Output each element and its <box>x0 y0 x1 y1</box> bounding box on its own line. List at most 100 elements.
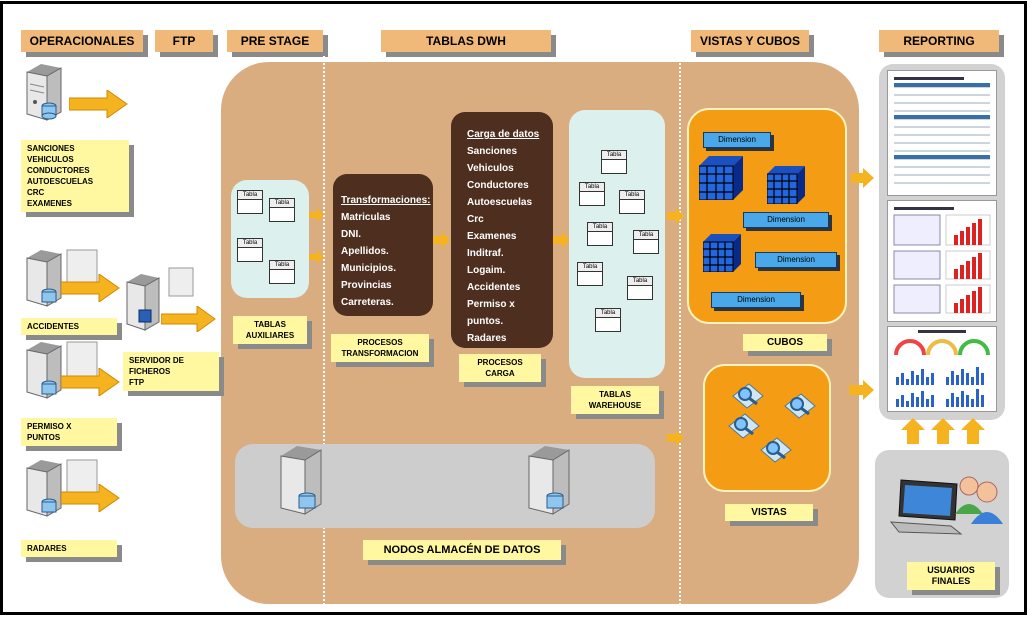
table-icon: Tabla <box>269 198 295 222</box>
transform-item: Matriculas <box>341 212 391 223</box>
arrow-right-icon <box>161 306 216 332</box>
table-icon: Tabla <box>619 190 645 214</box>
header-pre-stage: PRE STAGE <box>227 30 323 52</box>
ftp-label-line: SERVIDOR DE <box>129 356 184 365</box>
table-icon: Tabla <box>633 230 659 254</box>
dimension-box: Dimension <box>711 292 801 308</box>
arrow-right-icon <box>849 380 874 400</box>
table-icon-label: Tabla <box>628 277 652 286</box>
vistas-label: VISTAS <box>725 504 813 521</box>
report-table-thumbnail <box>887 70 997 196</box>
table-icon-label: Tabla <box>578 263 602 272</box>
table-icon-label: Tabla <box>620 191 644 200</box>
arrow-right-icon <box>851 168 874 188</box>
source-item: AUTOESCUELAS <box>27 177 94 186</box>
view-icon <box>728 413 760 439</box>
source-label-radares: RADARES <box>21 540 117 557</box>
nodos-label: NODOS ALMACÉN DE DATOS <box>363 540 561 560</box>
header-ftp: FTP <box>155 30 213 52</box>
ftp-server-icon <box>126 267 194 331</box>
database-server-icon <box>280 446 322 515</box>
arrow-right-icon <box>309 250 324 264</box>
table-icon-label: Tabla <box>580 183 604 192</box>
transform-item: DNI. <box>341 229 361 240</box>
carga-item: Vehiculos <box>467 163 514 174</box>
carga-item: Accidentes <box>467 282 521 293</box>
carga-item: Radares <box>467 333 507 344</box>
label-line: USUARIOS <box>927 565 975 575</box>
arrow-up-icon <box>931 418 955 444</box>
arrow-right-icon <box>433 232 450 248</box>
transformaciones-title: Transformaciones: <box>341 195 431 206</box>
label-line: CARGA <box>485 369 515 378</box>
ftp-label-line: FTP <box>129 378 145 387</box>
arrow-right-icon <box>61 368 120 396</box>
vistas-box <box>703 364 831 492</box>
source-item: PERMISO X <box>27 422 72 431</box>
procesos-transformacion-label: PROCESOS TRANSFORMACION <box>331 334 429 362</box>
database-server-icon <box>26 64 62 121</box>
carga-item: Conductores <box>467 180 529 191</box>
table-icon-label: Tabla <box>596 309 620 318</box>
carga-item: Logaim. <box>467 265 506 276</box>
label-line: PROCESOS <box>357 338 403 347</box>
tablas-auxiliares-label: TABLAS AUXILIARES <box>233 316 307 344</box>
table-icon-label: Tabla <box>602 151 626 160</box>
divider-line <box>679 56 681 608</box>
view-icon <box>732 383 764 409</box>
report-dashboard-thumbnail <box>887 326 997 412</box>
transform-item: Apellidos. <box>341 246 389 257</box>
arrow-right-icon <box>309 208 324 222</box>
dimension-box: Dimension <box>755 252 837 268</box>
label-line: PROCESOS <box>477 358 523 367</box>
source-item: CONDUCTORES <box>27 166 90 175</box>
table-icon: Tabla <box>579 182 605 206</box>
label-line: TRANSFORMACION <box>341 349 419 358</box>
ftp-label-line: FICHEROS <box>129 367 171 376</box>
source-item: VEHICULOS <box>27 155 74 164</box>
table-icon-label: Tabla <box>238 239 262 248</box>
divider-line <box>323 56 325 608</box>
carga-title: Carga de datos <box>467 129 540 140</box>
ftp-server-label: SERVIDOR DE FICHEROS FTP <box>123 352 219 391</box>
file-server-icon <box>26 249 98 307</box>
table-icon: Tabla <box>595 308 621 332</box>
transform-item: Carreteras. <box>341 297 394 308</box>
table-icon: Tabla <box>601 150 627 174</box>
arrow-right-icon <box>69 90 128 118</box>
carga-item: Crc <box>467 214 484 225</box>
transform-item: Municipios. <box>341 263 396 274</box>
source-label-permiso: PERMISO X PUNTOS <box>21 418 117 446</box>
label-line: FINALES <box>931 576 971 586</box>
table-icon-label: Tabla <box>238 191 262 200</box>
arrow-right-icon <box>61 274 120 302</box>
dimension-box: Dimension <box>703 132 771 148</box>
carga-item: Autoescuelas <box>467 197 533 208</box>
table-icon: Tabla <box>237 238 263 262</box>
cube-icon <box>767 166 805 204</box>
arrow-right-icon <box>667 430 684 446</box>
carga-datos-box: Carga de datos Sanciones Vehiculos Condu… <box>451 112 553 348</box>
transform-item: Provincias <box>341 280 392 291</box>
table-icon: Tabla <box>587 222 613 246</box>
header-vistas-cubos: VISTAS Y CUBOS <box>691 30 809 52</box>
source-item: PUNTOS <box>27 433 61 442</box>
transformaciones-box: Transformaciones: Matriculas DNI. Apelli… <box>333 174 433 316</box>
label-line: AUXILIARES <box>245 331 295 340</box>
source-item: SANCIONES <box>27 144 75 153</box>
arrow-right-icon <box>667 208 684 224</box>
procesos-carga-label: PROCESOS CARGA <box>459 354 541 382</box>
label-line: TABLAS <box>254 320 286 329</box>
label-line: TABLAS <box>599 390 631 399</box>
table-icon-label: Tabla <box>588 223 612 232</box>
view-icon <box>784 393 816 419</box>
arrow-right-icon <box>61 484 120 512</box>
label-line: WAREHOUSE <box>588 401 642 410</box>
cubos-label: CUBOS <box>743 334 827 351</box>
usuarios-finales-label: USUARIOS FINALES <box>907 562 995 590</box>
arrow-up-icon <box>901 418 925 444</box>
table-icon: Tabla <box>269 260 295 284</box>
cube-icon <box>703 234 741 272</box>
table-icon-label: Tabla <box>270 199 294 208</box>
arrow-up-icon <box>961 418 985 444</box>
